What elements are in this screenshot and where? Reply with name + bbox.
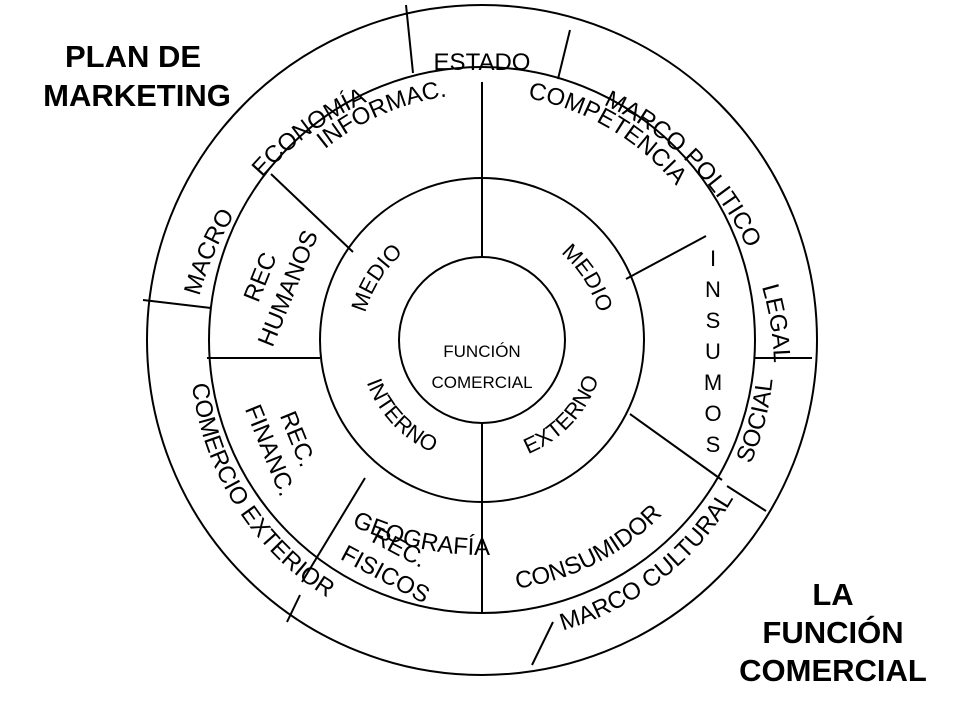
insumos-label: I N S U M O S — [704, 246, 722, 457]
medio-right-label: MEDIO — [557, 239, 618, 315]
center-label-line-2: COMERCIAL — [431, 373, 532, 392]
heading-line-1: LA — [812, 577, 853, 612]
social-label: SOCIAL — [731, 377, 778, 467]
heading-line-3: COMERCIAL — [739, 653, 927, 688]
heading-line-2: MARKETING — [43, 78, 231, 113]
outer-circle — [146, 4, 818, 676]
heading-plan-de-marketing: PLAN DE MARKETING — [43, 39, 231, 113]
rec-humanos-label: REC HUMANOS — [239, 227, 324, 351]
center-circle — [398, 256, 566, 424]
outer-dividers — [142, 4, 812, 666]
insumos-letter: U — [705, 339, 721, 364]
macro-label: MACRO — [179, 204, 240, 298]
middle-dividers — [207, 82, 723, 613]
interno-label: INTERNO — [362, 375, 442, 457]
insumos-letter: O — [704, 401, 721, 426]
heading-line-1: PLAN DE — [65, 39, 201, 74]
insumos-letter: I — [710, 246, 716, 271]
center-label: FUNCIÓN COMERCIAL — [431, 342, 532, 392]
medio-left-label: MEDIO — [346, 239, 407, 315]
center-label-line-1: FUNCIÓN — [443, 342, 520, 361]
heading-la-funcion-comercial: LA FUNCIÓN COMERCIAL — [739, 577, 927, 688]
heading-line-2: FUNCIÓN — [762, 614, 903, 650]
insumos-letter: S — [706, 308, 721, 333]
insumos-letter: S — [706, 432, 721, 457]
rec-financ-label: REC. FINANC. — [239, 401, 321, 500]
insumos-letter: N — [705, 277, 721, 302]
legal-label: LEGAL — [756, 281, 795, 363]
estado-label: ESTADO — [434, 49, 531, 76]
insumos-letter: M — [704, 370, 722, 395]
